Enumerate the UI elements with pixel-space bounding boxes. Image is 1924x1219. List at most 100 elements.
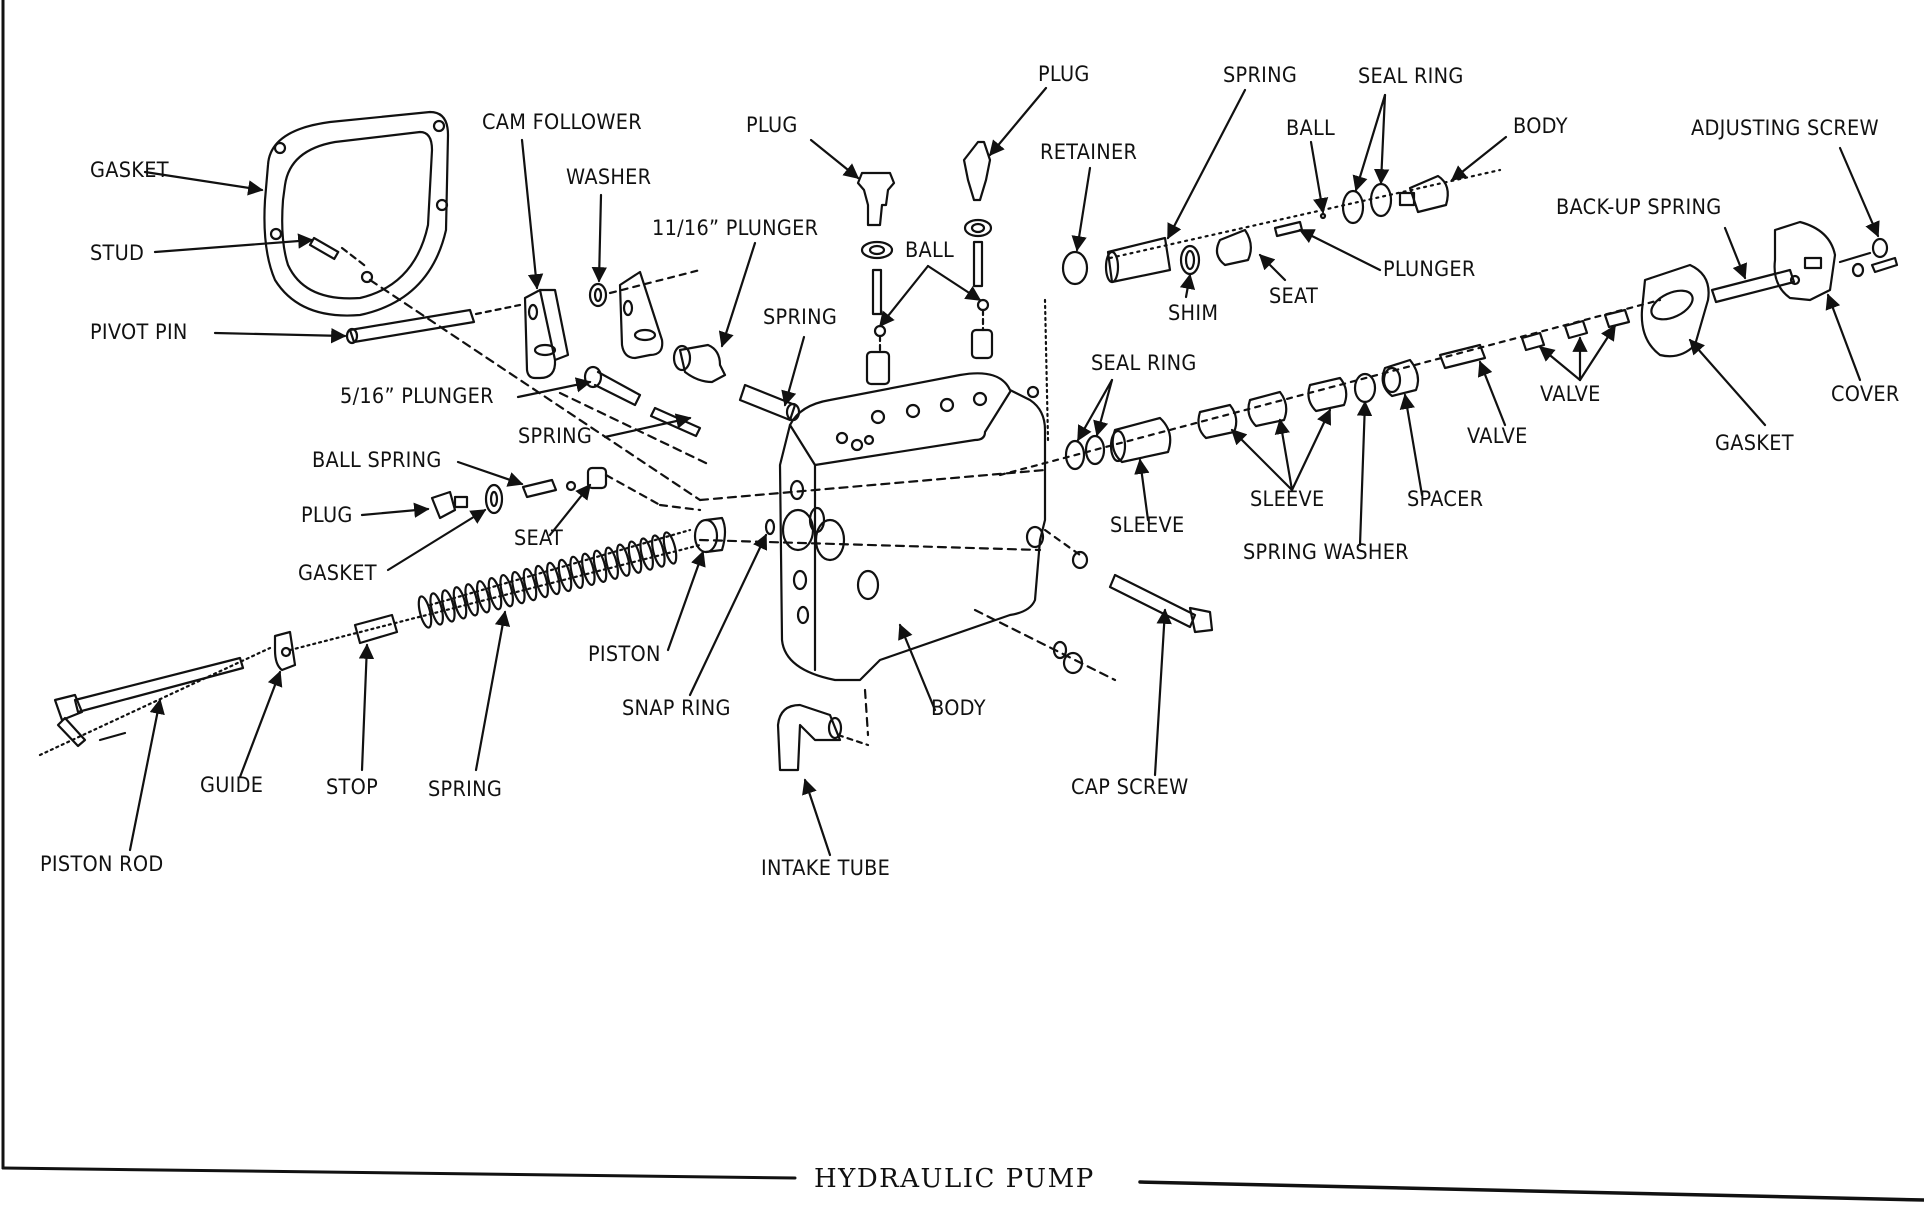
spring-coil [534, 564, 549, 599]
label-seal-ring-top: SEAL RING [1358, 64, 1464, 88]
label-body-main: BODY [931, 696, 986, 720]
washer-part [588, 282, 608, 308]
spring-coil [429, 592, 444, 626]
spring-coil [441, 589, 456, 623]
label-plunger-11-16: 11/16” PLUNGER [652, 216, 819, 240]
spring-coil [452, 586, 468, 620]
spacer-part [1381, 358, 1420, 398]
cam-follower-2-part [618, 270, 664, 360]
label-seat-top: SEAT [1269, 284, 1319, 308]
intake-tube-part [776, 703, 843, 772]
gasket-right-part [1640, 263, 1710, 358]
sleeve-left-part [1109, 416, 1172, 464]
label-washer: WASHER [566, 165, 652, 189]
body-top-part [1398, 174, 1449, 214]
snap-ring-part [764, 518, 776, 536]
ball-spring-part [521, 478, 577, 499]
plug-left-part [856, 171, 896, 386]
label-sleeve-right: SLEEVE [1250, 487, 1325, 511]
plug-right-part [962, 140, 994, 360]
label-snap-ring: SNAP RING [622, 696, 731, 720]
gasket-top-leader [143, 170, 264, 196]
label-cam-follower: CAM FOLLOWER [482, 110, 642, 134]
label-spring-small: SPRING [518, 424, 593, 448]
spring-coil [569, 555, 584, 590]
label-spring-top: SPRING [1223, 63, 1298, 87]
spring-coil [616, 543, 631, 577]
label-guide: GUIDE [200, 773, 264, 797]
spring-coil [487, 577, 503, 611]
label-seat-lower: SEAT [514, 526, 564, 550]
spring-coil [476, 580, 491, 614]
gasket-lower-part [484, 483, 504, 515]
stud-part [308, 236, 340, 261]
seat-lower-part [586, 466, 608, 490]
label-plunger-top: PLUNGER [1383, 257, 1476, 281]
spring-coil [651, 534, 666, 568]
spring-coil [639, 537, 654, 571]
spring-coil [627, 540, 643, 574]
label-gasket-top: GASKET [90, 158, 169, 182]
valve-left-part [1438, 343, 1487, 370]
plug-lower-part [430, 490, 469, 520]
lock-washer-nut-part [1052, 550, 1089, 675]
stop-part [353, 613, 399, 645]
guide-part [273, 630, 297, 672]
label-ball-center: BALL [905, 238, 955, 262]
label-plunger-5-16: 5/16” PLUNGER [340, 384, 494, 408]
label-retainer: RETAINER [1040, 140, 1138, 164]
label-pivot-pin: PIVOT PIN [90, 320, 188, 344]
label-cover: COVER [1831, 382, 1900, 406]
label-spacer: SPACER [1407, 487, 1484, 511]
spring-coil [581, 552, 596, 587]
spring-coil [592, 549, 608, 583]
label-plug-left: PLUG [746, 113, 798, 137]
label-gasket-lower: GASKET [298, 561, 377, 585]
label-gasket-right: GASKET [1715, 431, 1794, 455]
spring-coil [464, 583, 479, 617]
shim-part [1179, 244, 1201, 276]
label-intake-tube: INTAKE TUBE [761, 856, 891, 880]
label-body-top: BODY [1513, 114, 1568, 138]
spring-coil [511, 570, 526, 605]
back-up-spring-part [1710, 268, 1796, 304]
label-adjusting-screw: ADJUSTING SCREW [1691, 116, 1879, 140]
spring-coil [662, 531, 678, 565]
adjusting-screw-part [1838, 237, 1899, 278]
label-valve-right: VALVE [1540, 382, 1601, 406]
spring-coil [557, 558, 573, 593]
pump-body-part [778, 372, 1047, 682]
label-spring-center: SPRING [763, 305, 838, 329]
label-sleeve-left: SLEEVE [1110, 513, 1185, 537]
plunger-11-16-part [672, 343, 727, 384]
stud-leader [153, 233, 314, 254]
label-plug-right: PLUG [1038, 62, 1090, 86]
retainer-part [1061, 250, 1089, 286]
spring-top-part [1104, 236, 1172, 284]
spring-coil [417, 595, 433, 629]
seat-top-part [1215, 228, 1252, 267]
label-cap-screw: CAP SCREW [1071, 775, 1189, 799]
label-back-up-spring: BACK-UP SPRING [1556, 195, 1722, 219]
label-shim: SHIM [1168, 301, 1219, 325]
piston-part [693, 516, 727, 554]
piston-rod-part [53, 656, 245, 748]
spring-coil [604, 546, 619, 580]
sleeve-right-part [1197, 376, 1348, 440]
cap-screw-part [1108, 573, 1214, 634]
spring-coil [546, 561, 561, 596]
spring-coil [522, 567, 538, 602]
plunger-5-16-part [583, 365, 642, 407]
label-spring-washer: SPRING WASHER [1243, 540, 1409, 564]
label-ball-spring: BALL SPRING [312, 448, 442, 472]
label-ball-top: BALL [1286, 116, 1336, 140]
label-stud: STUD [90, 241, 145, 265]
label-piston-rod: PISTON ROD [40, 852, 164, 876]
plunger-top-part [1273, 220, 1304, 238]
gasket-top-part [263, 110, 450, 317]
label-valve-left: VALVE [1467, 424, 1528, 448]
label-piston: PISTON [588, 642, 661, 666]
cam-follower-part [523, 288, 570, 380]
